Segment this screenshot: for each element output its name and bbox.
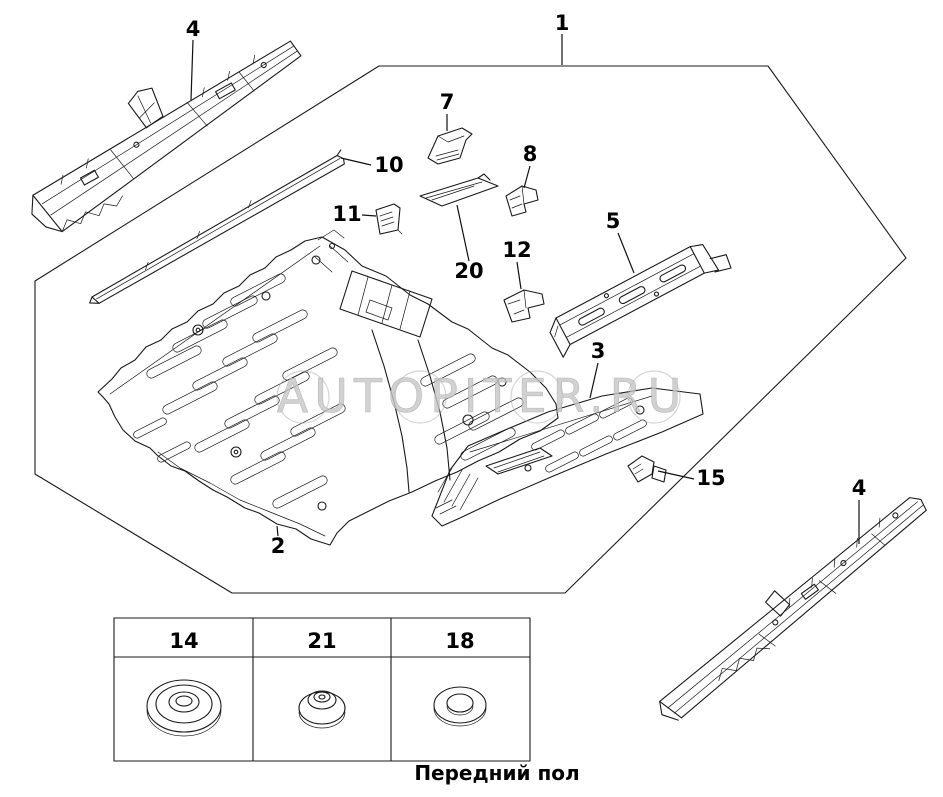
- watermark-circle: [276, 370, 330, 424]
- sill-strip: [89, 149, 345, 304]
- assembly-border: [34, 65, 907, 594]
- callout-label-5: 5: [606, 209, 621, 233]
- callout-line-10: [340, 157, 372, 166]
- legend-table-border: [113, 617, 531, 762]
- legend-cell-14: 14: [146, 629, 222, 737]
- callout-line-3: [589, 362, 599, 399]
- legend-cell-21: 21: [298, 629, 346, 729]
- callout-label-8: 8: [523, 142, 538, 166]
- grommet-21-drawing: [298, 690, 346, 729]
- callout-line-8: [523, 165, 531, 189]
- sill-panel-left: [31, 40, 302, 233]
- callout-label-4-right: 4: [852, 476, 867, 500]
- callout-line-2: [276, 525, 279, 537]
- legend-cell-18: 18: [433, 629, 487, 727]
- callout-label-2: 2: [271, 534, 286, 558]
- callout-label-20: 20: [454, 259, 483, 283]
- callout-label-7: 7: [440, 90, 455, 114]
- bracket-8: [505, 185, 539, 217]
- legend-label-18: 18: [445, 629, 474, 653]
- callout-labels: 1 4 10 11 7 8 20 12 5 3 15 2 4: [186, 11, 867, 558]
- watermark-circle: [393, 370, 447, 424]
- legend-table-dividers: [113, 617, 531, 762]
- callout-line-5: [617, 232, 635, 274]
- legend-label-21: 21: [307, 629, 336, 653]
- watermark-circle: [627, 370, 681, 424]
- bracket-7: [427, 127, 473, 165]
- callout-label-4-left: 4: [186, 17, 201, 41]
- legend-table: 14 21 18: [113, 617, 531, 762]
- callout-lines: [190, 34, 860, 544]
- sill-panel-right: [659, 497, 927, 721]
- watermark-text: AUTOPITER.RU: [277, 369, 688, 423]
- callout-line-11: [361, 214, 377, 217]
- callout-label-15: 15: [696, 466, 725, 490]
- bracket-11: [375, 203, 403, 235]
- callout-label-12: 12: [502, 238, 531, 262]
- callout-label-10: 10: [374, 153, 403, 177]
- reinforcement-20: [419, 173, 499, 207]
- watermark: AUTOPITER.RU: [276, 369, 688, 424]
- floor-pan: [97, 229, 559, 546]
- callout-label-11: 11: [332, 202, 361, 226]
- bracket-12: [503, 289, 545, 323]
- callout-line-12: [516, 261, 522, 290]
- callout-line-4-left: [190, 39, 194, 101]
- front-floor-panel-3: [431, 387, 704, 527]
- callout-label-1: 1: [555, 11, 570, 35]
- bracket-15: [627, 455, 667, 483]
- watermark-circle: [510, 370, 564, 424]
- legend-label-14: 14: [169, 629, 198, 653]
- callout-label-3: 3: [591, 339, 606, 363]
- callout-line-15: [657, 470, 695, 480]
- grommet-18-drawing: [433, 686, 487, 727]
- crossmember-5: [549, 243, 732, 358]
- diagram-caption: Передний пол: [414, 761, 579, 785]
- callout-line-20: [456, 204, 470, 262]
- grommet-14-drawing: [146, 679, 222, 737]
